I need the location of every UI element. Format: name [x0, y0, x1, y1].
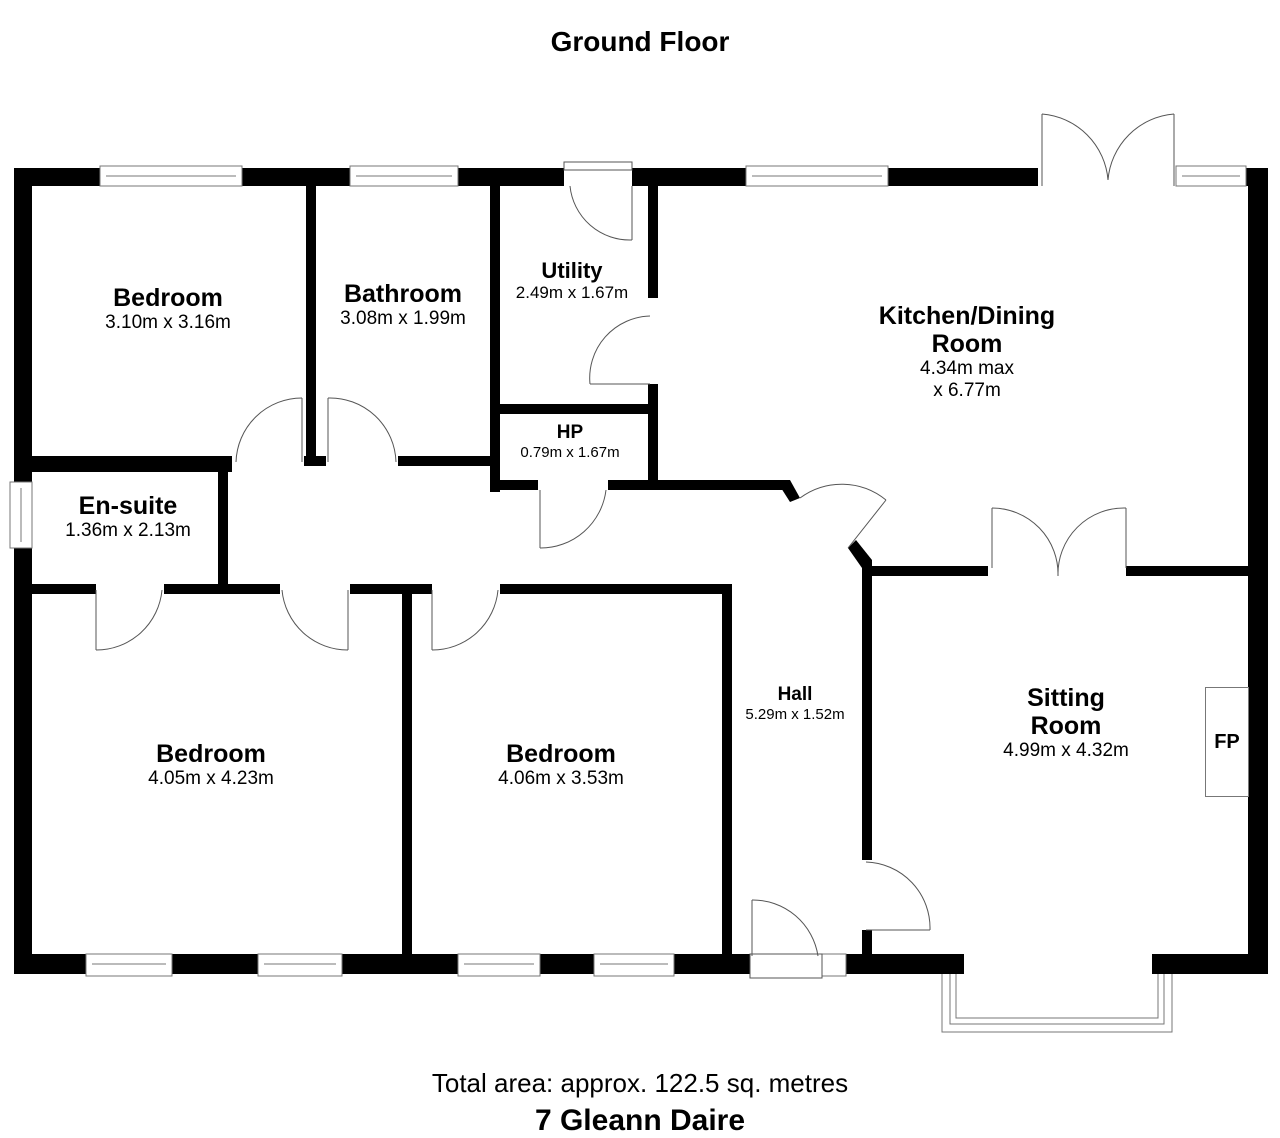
room-name: Utility [541, 258, 603, 283]
room-label-kitchen-dining: Kitchen/Dining Room 4.34m max x 6.77m [879, 302, 1055, 402]
room-dimensions: 0.79m x 1.67m [520, 444, 620, 461]
room-label-bedroom-1: Bedroom 3.10m x 3.16m [105, 284, 231, 334]
room-name-line-1: Kitchen/Dining [878, 302, 1056, 330]
fireplace: FP [1205, 687, 1249, 797]
room-name: Bathroom [343, 280, 463, 308]
walls [14, 168, 1268, 974]
room-dimensions: 3.10m x 3.16m [105, 312, 231, 333]
room-dimensions: 4.06m x 3.53m [498, 768, 624, 789]
windows [9, 165, 1247, 1033]
room-name: Bedroom [113, 284, 223, 312]
room-label-bedroom-3: Bedroom 4.06m x 3.53m [498, 740, 624, 790]
room-label-en-suite: En-suite 1.36m x 2.13m [65, 492, 191, 542]
room-label-bathroom: Bathroom 3.08m x 1.99m [340, 280, 466, 330]
room-label-utility: Utility 2.49m x 1.67m [516, 258, 628, 303]
room-dimensions: 4.99m x 4.32m [1003, 740, 1129, 761]
room-dimensions-line-2: x 6.77m [933, 380, 1001, 401]
room-dimensions: 3.08m x 1.99m [340, 308, 466, 329]
doors [95, 113, 1175, 979]
property-name: 7 Gleann Daire [534, 1104, 746, 1137]
total-area: Total area: approx. 122.5 sq. metres [431, 1068, 849, 1098]
room-dimensions: 1.36m x 2.13m [65, 520, 191, 541]
room-label-hp: HP 0.79m x 1.67m [520, 422, 619, 462]
room-dimensions: 4.05m x 4.23m [148, 768, 274, 789]
room-label-bedroom-2: Bedroom 4.05m x 4.23m [148, 740, 274, 790]
room-name: Hall [777, 684, 813, 705]
room-name-line-2: Room [931, 330, 1003, 358]
room-label-sitting-room: Sitting Room 4.99m x 4.32m [1003, 684, 1129, 762]
room-dimensions-line-1: 4.34m max [920, 358, 1014, 379]
room-name-line-2: Room [1030, 712, 1102, 740]
room-name: Bedroom [156, 740, 266, 768]
room-dimensions: 5.29m x 1.52m [745, 706, 845, 723]
room-name: HP [556, 422, 584, 443]
room-name-line-1: Sitting [1027, 684, 1105, 712]
room-name: En-suite [78, 492, 178, 520]
room-dimensions: 2.49m x 1.67m [515, 283, 629, 302]
room-label-hall: Hall 5.29m x 1.52m [745, 684, 844, 724]
room-name: Bedroom [506, 740, 616, 768]
plan-title: Ground Floor [550, 26, 730, 57]
